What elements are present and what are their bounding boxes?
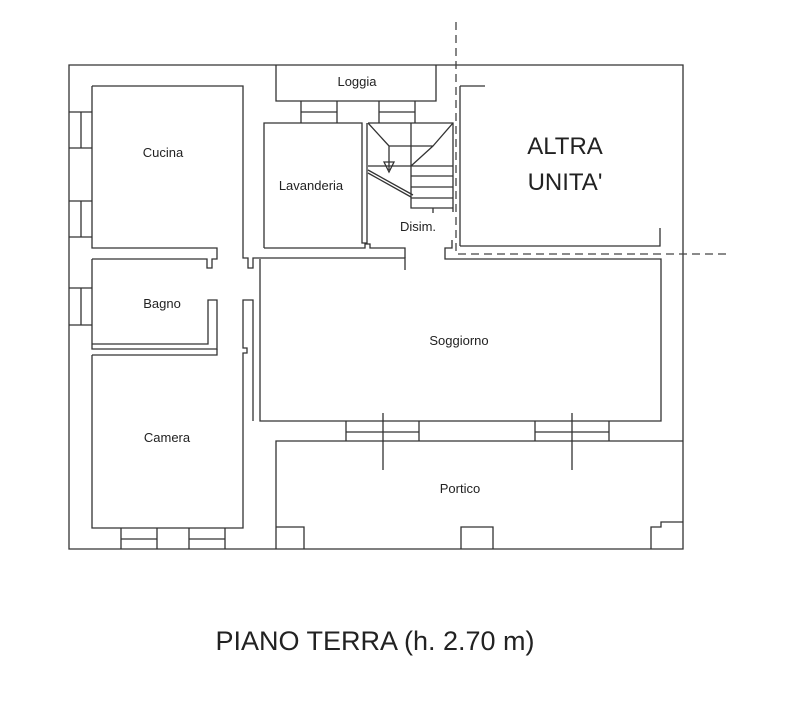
label-altra-unita-2: UNITA' bbox=[528, 169, 603, 196]
label-soggiorno: Soggiorno bbox=[429, 333, 488, 348]
lavanderia-room bbox=[263, 122, 406, 258]
label-camera: Camera bbox=[144, 430, 191, 445]
label-bagno: Bagno bbox=[143, 296, 181, 311]
altra-unita-area bbox=[459, 85, 661, 247]
label-portico: Portico bbox=[440, 481, 480, 496]
label-altra-unita-1: ALTRA bbox=[527, 133, 603, 160]
portico-area bbox=[275, 440, 683, 549]
label-loggia: Loggia bbox=[337, 74, 377, 89]
label-lavanderia: Lavanderia bbox=[279, 178, 344, 193]
label-cucina: Cucina bbox=[143, 145, 184, 160]
label-disim: Disim. bbox=[400, 219, 436, 234]
bagno-room bbox=[69, 259, 218, 356]
loggia-room bbox=[275, 65, 437, 123]
staircase bbox=[367, 122, 454, 213]
corridor-walls bbox=[242, 240, 662, 422]
cucina-room bbox=[69, 85, 244, 269]
outer-walls bbox=[68, 64, 684, 550]
soggiorno-windows bbox=[345, 413, 610, 470]
camera-room bbox=[91, 299, 254, 549]
plan-title: PIANO TERRA (h. 2.70 m) bbox=[215, 626, 534, 656]
